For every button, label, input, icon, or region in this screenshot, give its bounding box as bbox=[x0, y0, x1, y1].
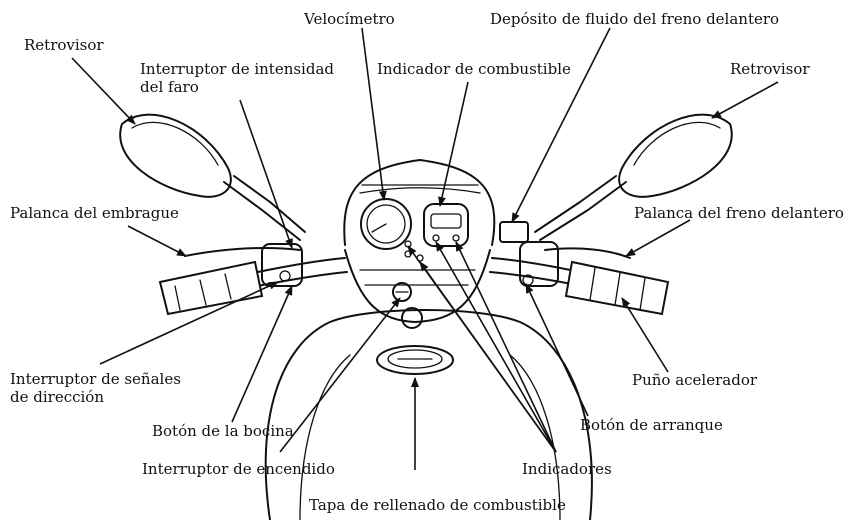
left-switch-housing bbox=[261, 243, 303, 287]
right-grip-drawing bbox=[564, 260, 670, 316]
label-horn-button: Botón de la bocina bbox=[152, 422, 294, 440]
label-mirror-left: Retrovisor bbox=[24, 36, 104, 54]
label-indicators: Indicadores bbox=[522, 460, 612, 478]
fuel-cap-drawing bbox=[376, 345, 454, 375]
left-grip-drawing bbox=[158, 260, 264, 316]
label-clutch-lever: Palanca del embrague bbox=[10, 204, 179, 222]
left-mirror-drawing bbox=[119, 113, 306, 241]
label-turn-signal-line2: de dirección bbox=[10, 388, 104, 406]
label-ignition-switch: Interruptor de encendido bbox=[142, 460, 335, 478]
label-turn-signal-line1: Interruptor de señales bbox=[10, 370, 181, 388]
label-headlight-switch-line1: Interruptor de intensidad bbox=[140, 60, 335, 78]
label-brake-reservoir: Depósito de fluido del freno delantero bbox=[490, 10, 780, 28]
speedometer-drawing bbox=[360, 198, 412, 250]
label-start-button: Botón de arranque bbox=[580, 416, 723, 434]
headlight-cowl bbox=[343, 159, 496, 246]
label-speedometer: Velocímetro bbox=[304, 10, 395, 28]
right-switch-housing bbox=[519, 241, 559, 287]
label-mirror-right: Retrovisor bbox=[730, 60, 810, 78]
label-fuel-cap: Tapa de rellenado de combustible bbox=[309, 496, 566, 514]
label-fuel-gauge: Indicador de combustible bbox=[377, 60, 571, 78]
label-headlight-switch-line2: del faro bbox=[140, 78, 199, 96]
label-throttle-grip: Puño acelerador bbox=[632, 371, 758, 389]
right-mirror-drawing bbox=[534, 113, 733, 241]
fuel-gauge-drawing bbox=[423, 203, 469, 247]
label-brake-lever: Palanca del freno delantero bbox=[634, 204, 844, 222]
